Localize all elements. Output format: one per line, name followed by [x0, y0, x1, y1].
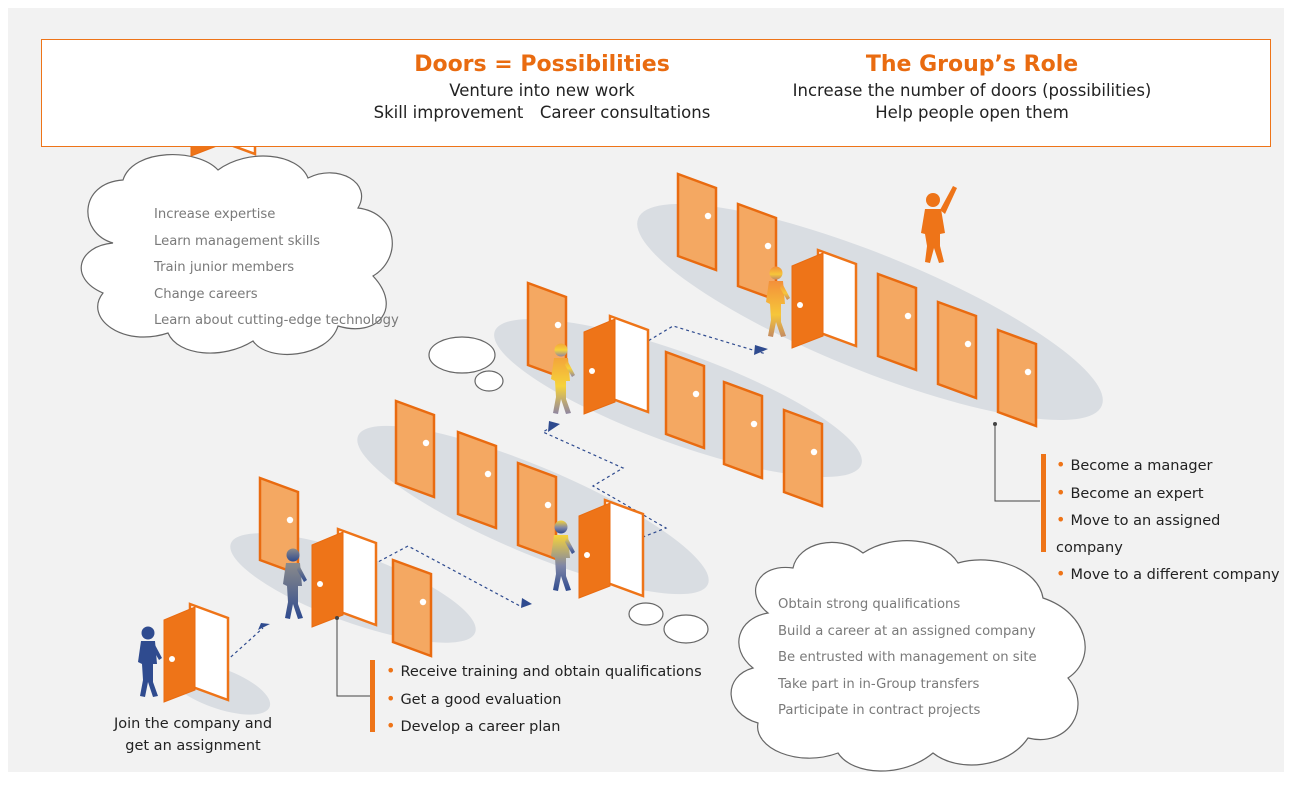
thought-item: Change careers: [154, 286, 258, 302]
doors-possibilities-column: Doors = Possibilities Venture into new w…: [332, 50, 752, 124]
join-company-label: Join the company and get an assignment: [93, 713, 293, 757]
group-role-title: The Group’s Role: [865, 52, 1079, 77]
milestone-item: Develop a career plan: [386, 713, 702, 741]
doors-line-2: Skill improvement Career consultations: [373, 103, 711, 122]
milestone-item: Get a good evaluation: [386, 686, 702, 714]
door-icon: [516, 461, 558, 561]
door-icon: [664, 350, 706, 450]
cheering-person-icon: [921, 186, 957, 263]
thought-list-bottom: Obtain strong qualifications Build a car…: [778, 592, 1037, 725]
thought-item: Increase expertise: [154, 207, 276, 222]
door-icon: [394, 399, 436, 499]
diagram-illustration: [80, 56, 1103, 772]
milestones-lower: Receive training and obtain qualificatio…: [386, 658, 702, 741]
door-icon: [391, 558, 433, 658]
milestone-item: Move to a different company: [1056, 561, 1284, 589]
milestone-item: Move to an assigned company: [1056, 507, 1284, 561]
group-role-line-2: Help people open them: [875, 103, 1069, 122]
thought-item: Learn about cutting-edge technology: [154, 313, 399, 328]
open-door-icon: [162, 602, 230, 704]
thought-list-top: Increase expertise Learn management skil…: [154, 202, 399, 335]
join-label-line-1: Join the company and: [113, 716, 273, 732]
group-role-line-1: Increase the number of doors (possibilit…: [792, 81, 1152, 100]
door-icon: [876, 272, 918, 372]
thought-item: Build a career at an assigned company: [778, 623, 1036, 639]
door-icon: [676, 172, 718, 272]
thought-item: Learn management skills: [154, 233, 320, 249]
connector-lines: [336, 424, 1040, 697]
open-door-icon: [310, 527, 378, 629]
doors-line-1: Venture into new work: [449, 81, 635, 100]
thought-item: Be entrusted with management on site: [778, 650, 1037, 665]
door-icon: [782, 408, 824, 508]
door-icon: [936, 300, 978, 400]
open-door-icon: [582, 314, 650, 416]
doors-possibilities-title: Doors = Possibilities: [414, 52, 670, 77]
thought-cloud-icon: [628, 540, 1086, 772]
connector-dot: [335, 616, 339, 620]
thought-item: Participate in contract projects: [778, 703, 981, 718]
milestone-item: Become an expert: [1056, 480, 1284, 508]
door-icon: [456, 430, 498, 530]
open-door-icon: [577, 498, 645, 600]
header-banner: Doors = Possibilities Venture into new w…: [41, 39, 1271, 147]
open-door-icon: [790, 248, 858, 350]
milestone-bar: [370, 660, 375, 732]
thought-item: Obtain strong qualifications: [778, 597, 961, 612]
milestone-bar: [1041, 454, 1046, 552]
thought-item: Train junior members: [154, 260, 295, 275]
milestones-upper: Become a manager Become an expert Move t…: [1056, 452, 1284, 589]
arrow-icon: [258, 345, 768, 630]
milestone-item: Receive training and obtain qualificatio…: [386, 658, 701, 686]
connector-dot: [993, 422, 997, 426]
milestone-item: Become a manager: [1056, 452, 1284, 480]
thought-cloud-icon: [80, 154, 504, 392]
thought-item: Take part in in-Group transfers: [778, 676, 980, 692]
person-icon: [138, 626, 162, 697]
join-door: [162, 602, 230, 704]
career-diagram: Doors = Possibilities Venture into new w…: [8, 8, 1284, 772]
join-label-line-2: get an assignment: [125, 738, 261, 754]
door-icon: [722, 380, 764, 480]
door-icon: [996, 328, 1038, 428]
group-role-column: The Group’s Role Increase the number of …: [762, 50, 1182, 124]
